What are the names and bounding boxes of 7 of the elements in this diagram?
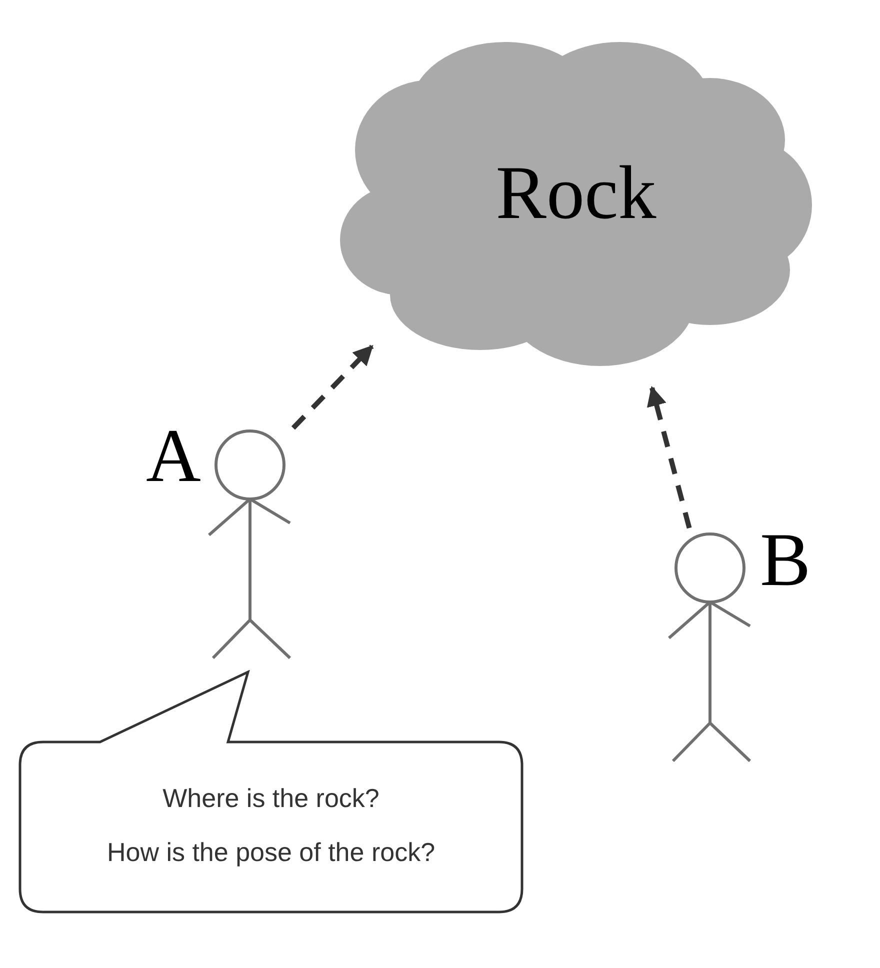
speech-text: How is the pose of the rock? <box>106 836 436 868</box>
person-label: B <box>760 522 811 598</box>
person-label: A <box>146 418 201 494</box>
dashed-arrow <box>646 386 692 529</box>
speech-text: Where is the rock? <box>162 782 380 814</box>
dashed-arrow <box>291 344 374 430</box>
cloud-label: Rock <box>496 155 656 231</box>
